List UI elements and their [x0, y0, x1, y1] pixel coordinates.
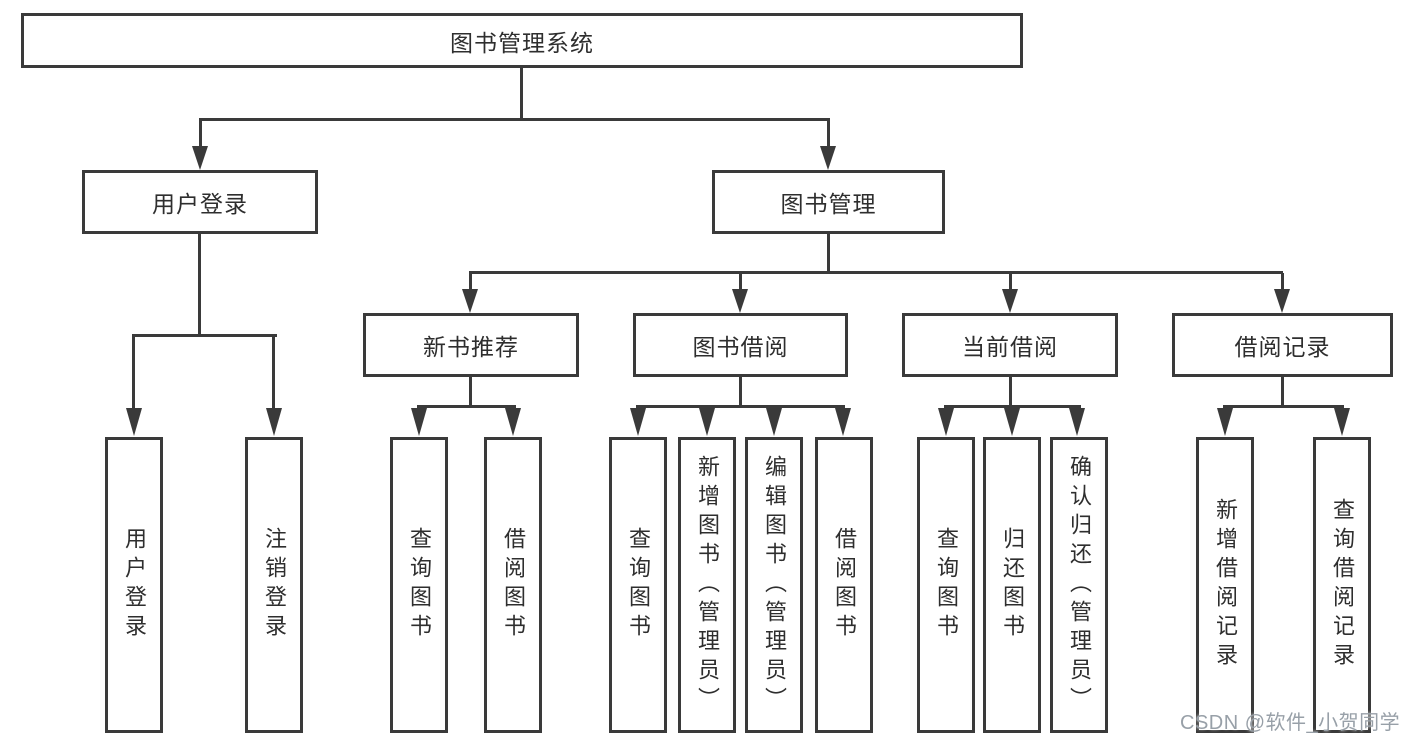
connector-stem: [1281, 273, 1284, 291]
connector-records-stem: [1281, 377, 1284, 407]
connector-level3-rail: [469, 271, 1283, 274]
arrow-down-icon: [505, 408, 521, 436]
connector-stem: [739, 273, 742, 291]
arrow-down-icon: [699, 408, 715, 436]
connector-stem: [272, 336, 275, 410]
leaf-newbooks-query-books: 查询图书: [390, 437, 448, 733]
connector-userlogin-rail: [132, 334, 277, 337]
arrow-down-icon: [192, 146, 208, 170]
node-borrowing-records: 借阅记录: [1172, 313, 1393, 377]
arrow-down-icon: [1002, 289, 1018, 313]
connector-current-rail: [944, 405, 1081, 408]
arrow-down-icon: [1217, 408, 1233, 436]
arrow-down-icon: [126, 408, 142, 436]
leaf-borrowing-add-book-admin: 新增图书（管理员）: [678, 437, 736, 733]
leaf-newbooks-borrow-books: 借阅图书: [484, 437, 542, 733]
arrow-down-icon: [732, 289, 748, 313]
node-book-management: 图书管理: [712, 170, 945, 234]
connector-borrowing-stem: [739, 377, 742, 407]
connector-newbooks-rail: [417, 405, 516, 408]
arrow-down-icon: [1004, 408, 1020, 436]
arrow-down-icon: [835, 408, 851, 436]
csdn-watermark: CSDN @软件_小贺同学: [1180, 712, 1401, 734]
arrow-down-icon: [411, 408, 427, 436]
connector-root-stem: [520, 68, 523, 120]
arrow-down-icon: [938, 408, 954, 436]
connector-stem: [469, 273, 472, 291]
connector-bookmgmt-stem: [827, 234, 830, 273]
leaf-borrowing-borrow-books: 借阅图书: [815, 437, 873, 733]
connector-records-rail: [1223, 405, 1344, 408]
connector-stem: [132, 336, 135, 410]
connector-newbooks-stem: [469, 377, 472, 407]
connector-level2-rail: [199, 118, 830, 121]
arrow-down-icon: [1334, 408, 1350, 436]
leaf-records-add-record: 新增借阅记录: [1196, 437, 1254, 733]
connector-stem: [1009, 273, 1012, 291]
node-new-book-recommendation: 新书推荐: [363, 313, 579, 377]
connector-stem: [827, 120, 830, 148]
connector-current-stem: [1009, 377, 1012, 407]
connector-borrowing-rail: [636, 405, 845, 408]
arrow-down-icon: [766, 408, 782, 436]
leaf-borrowing-edit-book-admin: 编辑图书（管理员）: [745, 437, 803, 733]
arrow-down-icon: [820, 146, 836, 170]
node-library-management-system: 图书管理系统: [21, 13, 1023, 68]
leaf-current-return-books: 归还图书: [983, 437, 1041, 733]
leaf-logout: 注销登录: [245, 437, 303, 733]
arrow-down-icon: [1274, 289, 1290, 313]
arrow-down-icon: [462, 289, 478, 313]
leaf-user-login: 用户登录: [105, 437, 163, 733]
node-current-borrowing: 当前借阅: [902, 313, 1118, 377]
arrow-down-icon: [1069, 408, 1085, 436]
arrow-down-icon: [266, 408, 282, 436]
connector-userlogin-stem: [198, 234, 201, 337]
node-book-borrowing: 图书借阅: [633, 313, 848, 377]
leaf-current-confirm-return-admin: 确认归还（管理员）: [1050, 437, 1108, 733]
node-user-login: 用户登录: [82, 170, 318, 234]
leaf-current-query-books: 查询图书: [917, 437, 975, 733]
arrow-down-icon: [630, 408, 646, 436]
connector-stem: [199, 120, 202, 148]
leaf-records-query-record: 查询借阅记录: [1313, 437, 1371, 733]
leaf-borrowing-query-books: 查询图书: [609, 437, 667, 733]
